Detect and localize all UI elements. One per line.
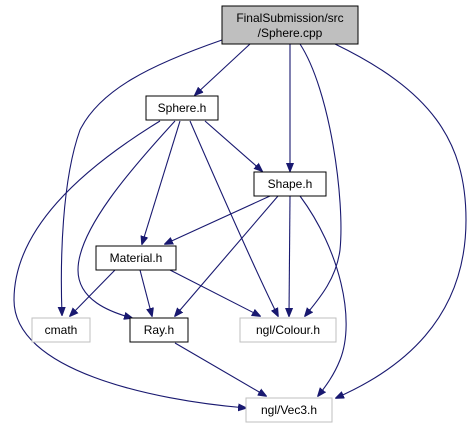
node-cmath[interactable]: cmath (31, 317, 91, 343)
edge-shape-h-ray-h (175, 195, 279, 316)
edge-root-vec3-h (335, 43, 467, 398)
material-h-label: Material.h (110, 251, 163, 265)
colour-h-label: ngl/Colour.h (256, 323, 320, 337)
edge-material-h-cmath (70, 269, 116, 316)
vec3-h-label: ngl/Vec3.h (261, 403, 317, 417)
node-sphere-h[interactable]: Sphere.h (145, 95, 219, 121)
edge-material-h-ray-h (139, 269, 152, 316)
edge-root-cmath (61, 39, 223, 315)
edge-sphere-h-material-h (142, 120, 181, 244)
edge-sphere-h-colour-h (189, 120, 278, 316)
root-label-line1: FinalSubmission/src (236, 11, 343, 25)
edge-shape-h-colour-h (289, 195, 290, 316)
edge-root-colour-h (299, 43, 342, 316)
sphere-h-label: Sphere.h (158, 101, 207, 115)
cmath-label: cmath (45, 323, 78, 337)
node-vec3-h[interactable]: ngl/Vec3.h (245, 397, 333, 423)
edge-root-sphere-h (195, 43, 251, 95)
shape-h-label: Shape.h (268, 177, 313, 191)
edges (13, 39, 467, 408)
edge-shape-h-material-h (165, 195, 271, 244)
ray-h-label: Ray.h (144, 323, 174, 337)
edge-sphere-h-ray-h (77, 120, 176, 318)
edge-shape-h-vec3-h (299, 195, 347, 396)
edge-sphere-h-vec3-h (13, 120, 246, 408)
node-root[interactable]: FinalSubmission/src /Sphere.cpp (221, 5, 359, 45)
edge-sphere-h-shape-h (204, 120, 262, 171)
node-colour-h[interactable]: ngl/Colour.h (239, 317, 337, 343)
root-label-line2: /Sphere.cpp (258, 26, 323, 40)
node-shape-h[interactable]: Shape.h (253, 171, 327, 197)
edge-ray-h-vec3-h (174, 342, 266, 396)
node-material-h[interactable]: Material.h (95, 245, 177, 271)
edge-material-h-colour-h (169, 269, 260, 316)
node-ray-h[interactable]: Ray.h (129, 317, 189, 343)
